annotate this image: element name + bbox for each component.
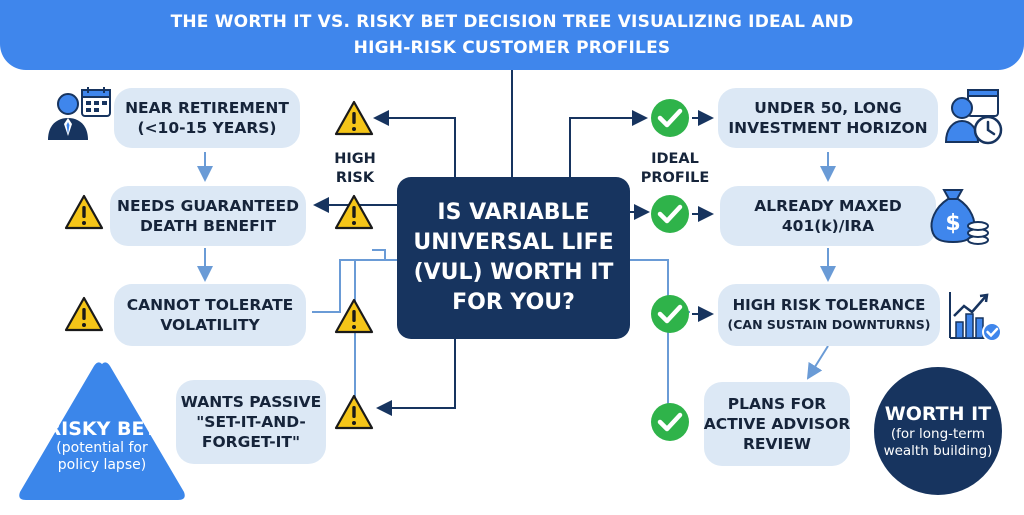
left-arrow-4 — [376, 339, 456, 416]
left-node-1-line-2: (<10-15 YEARS) — [137, 119, 277, 137]
money-bag-coins-icon: $ — [930, 189, 989, 245]
worth-it-line-2: wealth building) — [883, 443, 993, 459]
worth-it-line-1: (for long-term — [890, 426, 986, 442]
high-risk-label: HIGH RISK — [326, 150, 384, 188]
high-risk-label-line-1: HIGH — [334, 151, 376, 167]
worth-it-title: WORTH IT — [884, 403, 992, 425]
left-node-near-retirement: NEAR RETIREMENT (<10-15 YEARS) — [114, 88, 300, 148]
businessman-calendar-icon — [48, 87, 111, 140]
left-node-wants-passive: WANTS PASSIVE "SET-IT-AND- FORGET-IT" — [176, 380, 326, 464]
left-node-4-line-2: "SET-IT-AND- — [196, 413, 306, 431]
right-node-3-line-2: (CAN SUSTAIN DOWNTURNS) — [727, 317, 931, 332]
left-node-4-line-3: FORGET-IT" — [201, 433, 301, 451]
warning-icon — [64, 194, 104, 230]
left-spine — [354, 259, 385, 410]
left-node-cannot-tolerate-volatility: CANNOT TOLERATE VOLATILITY — [114, 284, 306, 346]
ideal-profile-label: IDEAL PROFILE — [636, 150, 714, 188]
warning-icon — [334, 100, 374, 136]
right-node-already-maxed: ALREADY MAXED 401(k)/IRA — [720, 186, 936, 246]
center-line-4: FOR YOU? — [452, 290, 575, 315]
title-banner: THE WORTH IT VS. RISKY BET DECISION TREE… — [0, 0, 1024, 70]
check-icon — [651, 99, 689, 137]
left-arrow-3 — [312, 259, 397, 313]
svg-text:$: $ — [945, 211, 960, 236]
warning-icon — [334, 194, 374, 230]
right-node-4-line-1: PLANS FOR — [727, 395, 827, 413]
left-arrow-1 — [373, 110, 456, 177]
left-node-3-line-2: VOLATILITY — [160, 316, 260, 334]
risky-bet-text: RISKY BET (potential for policy lapse) — [22, 418, 182, 474]
risky-bet-title: RISKY BET — [46, 418, 158, 440]
right-node-1-line-1: UNDER 50, LONG — [754, 99, 902, 117]
right-node-2-line-2: 401(k)/IRA — [781, 217, 875, 235]
risky-bet-triangle — [19, 362, 185, 500]
left-node-1-line-1: NEAR RETIREMENT — [125, 99, 289, 117]
worth-it-circle: WORTH IT (for long-term wealth building) — [874, 367, 1002, 495]
check-icon — [651, 295, 689, 333]
center-question: IS VARIABLE UNIVERSAL LIFE (VUL) WORTH I… — [397, 177, 630, 339]
left-node-2-line-1: NEEDS GUARANTEED — [117, 197, 299, 215]
right-chain-3 — [806, 345, 829, 380]
right-node-under-50: UNDER 50, LONG INVESTMENT HORIZON — [718, 88, 938, 148]
ideal-profile-label-line-1: IDEAL — [651, 151, 699, 167]
right-node-1-line-2: INVESTMENT HORIZON — [728, 119, 928, 137]
right-arrow-1 — [569, 110, 648, 177]
right-node-4-line-3: REVIEW — [743, 435, 811, 453]
left-node-3-line-1: CANNOT TOLERATE — [126, 296, 294, 314]
left-node-guaranteed-death-benefit: NEEDS GUARANTEED DEATH BENEFIT — [110, 186, 306, 246]
risky-bet-line-2: policy lapse) — [57, 457, 147, 473]
right-node-2-line-1: ALREADY MAXED — [754, 197, 902, 215]
left-node-4-line-1: WANTS PASSIVE — [180, 393, 322, 411]
ideal-profile-label-line-2: PROFILE — [640, 170, 710, 186]
warning-icon — [334, 298, 374, 334]
right-node-high-risk-tolerance: HIGH RISK TOLERANCE (CAN SUSTAIN DOWNTUR… — [718, 284, 940, 346]
warning-icon — [334, 394, 374, 430]
center-line-2: UNIVERSAL LIFE — [413, 230, 614, 255]
center-line-1: IS VARIABLE — [437, 200, 590, 225]
warning-icon — [64, 296, 104, 332]
high-risk-label-line-2: RISK — [335, 170, 375, 186]
title-line-2: HIGH-RISK CUSTOMER PROFILES — [353, 38, 671, 58]
right-node-3-line-1: HIGH RISK TOLERANCE — [732, 296, 926, 314]
left-top-connector — [372, 249, 397, 261]
check-icon — [651, 195, 689, 233]
title-line-1: THE WORTH IT VS. RISKY BET DECISION TREE… — [170, 12, 854, 32]
left-node-2-line-2: DEATH BENEFIT — [139, 217, 277, 235]
right-spine — [630, 259, 669, 408]
rising-chart-check-icon — [949, 292, 1002, 342]
check-icon — [651, 403, 689, 441]
person-calendar-clock-icon — [944, 89, 1003, 145]
right-node-plans-for-review: PLANS FOR ACTIVE ADVISOR REVIEW — [704, 382, 850, 466]
center-line-3: (VUL) WORTH IT — [413, 260, 614, 285]
right-node-4-line-2: ACTIVE ADVISOR — [703, 415, 851, 433]
risky-bet-line-1: (potential for — [56, 440, 148, 456]
